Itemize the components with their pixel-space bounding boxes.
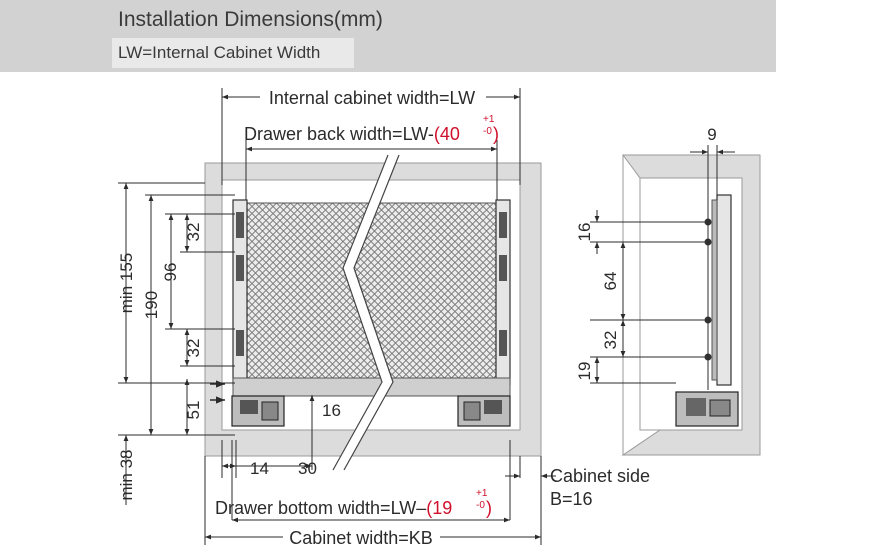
- dim-min155: min 155: [117, 253, 136, 313]
- bottom-width-sub: -0: [476, 500, 485, 511]
- back-width-sub: -0: [483, 126, 492, 137]
- front-view: Internal cabinet width=LW Drawer back wi…: [117, 88, 650, 548]
- back-width-close: ): [493, 124, 499, 144]
- dim-190: 190: [142, 291, 161, 319]
- cabinet-side-value: B=16: [550, 489, 593, 509]
- side-view: 9 16 64 32 19: [575, 125, 761, 456]
- dim-64: 64: [601, 272, 620, 291]
- dim-30: 30: [298, 459, 317, 478]
- subtitle-box: LW=Internal Cabinet Width: [112, 38, 354, 68]
- side-front-panel: [716, 194, 732, 386]
- internal-width-label: Internal cabinet width=LW: [269, 88, 475, 108]
- dim-19: 19: [575, 362, 594, 381]
- left-runner: [231, 395, 285, 427]
- dim-16-side: 16: [575, 223, 594, 242]
- back-width-sup: +1: [483, 114, 495, 125]
- dim-min38: min 38: [117, 449, 136, 500]
- right-runner: [457, 395, 511, 427]
- page-title: Installation Dimensions(mm): [118, 8, 383, 31]
- dim-32-side: 32: [601, 331, 620, 350]
- dim-14: 14: [250, 459, 269, 478]
- dim-32-bottom: 32: [184, 339, 203, 358]
- bottom-width-label: Drawer bottom width=LW–(19: [215, 498, 452, 518]
- drawer-bottom-plate: [232, 377, 511, 397]
- cabinet-side-label: Cabinet side: [550, 466, 650, 486]
- dim-96: 96: [161, 263, 180, 282]
- dim-16-front: 16: [322, 401, 341, 420]
- cabinet-width-label: Cabinet width=KB: [289, 528, 433, 548]
- bottom-width-sup: +1: [476, 488, 488, 499]
- bottom-width-close: ): [486, 498, 492, 518]
- back-width-label: Drawer back width=LW-(40: [244, 124, 460, 144]
- dim-32-top: 32: [184, 223, 203, 242]
- header-bar: Installation Dimensions(mm) LW=Internal …: [0, 0, 776, 72]
- dim-51: 51: [184, 401, 203, 420]
- subtitle-text: LW=Internal Cabinet Width: [118, 43, 321, 62]
- break-line: [333, 153, 398, 473]
- dim-9: 9: [707, 125, 716, 144]
